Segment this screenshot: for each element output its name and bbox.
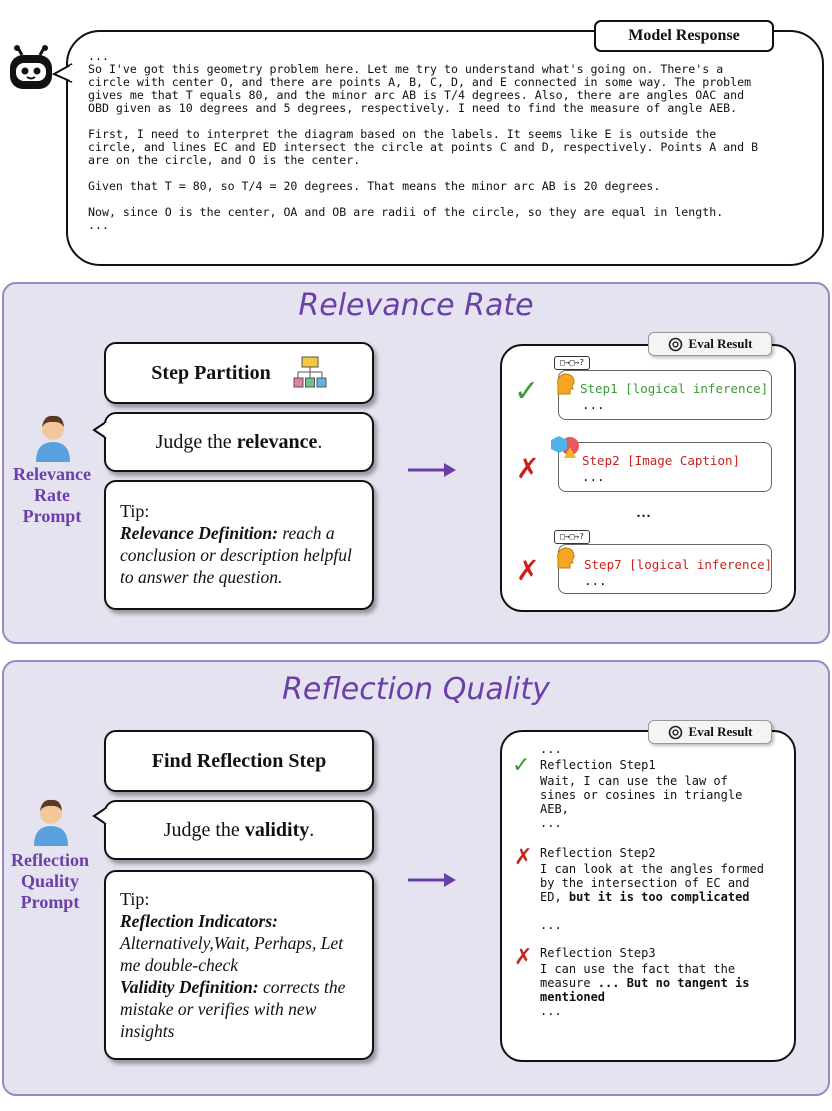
step-dots: ... [582,469,605,484]
model-response-bubble [66,30,824,266]
reflection-eval-box [500,730,796,1062]
relevance-title: Relevance Rate [298,288,534,323]
relevance-tip-box: Tip: Relevance Definition: reach a concl… [104,480,374,610]
step-dots: ... [582,397,605,412]
arrow-right-icon [408,463,456,477]
reflection-step-text: Wait, I can use the law of sines or cosi… [540,774,743,830]
judge-bold: relevance [236,430,318,453]
reflection-eval-tag: Eval Result [648,720,772,744]
top-dots: ... [540,742,562,756]
step-partition-box: Step Partition [104,342,374,404]
speech-tail [92,807,108,825]
reflection-ind-title: Reflection Indicators: [120,911,278,931]
person-icon [36,415,70,462]
shapes-icon [551,436,579,458]
head-thinking-icon [557,547,575,569]
step-label: Step2 [Image Caption] [582,453,741,468]
step-card [558,442,772,492]
reasoning-badge: □→□→? [554,356,590,370]
hierarchy-icon [293,356,327,388]
cross-icon: ✗ [514,844,533,869]
judge-suffix: . [309,818,315,841]
tip-label: Tip: [120,889,150,909]
bubble-tail [52,63,74,83]
reflection-title: Reflection Quality [282,672,550,707]
check-icon: ✓ [514,375,540,408]
judge-prefix: Judge the [163,818,245,841]
validity-def-text: corrects the mistake or verifies with ne… [120,977,346,1041]
model-response-tag: Model Response [594,20,774,52]
judge-suffix: . [317,430,323,453]
reflection-step-text: I can look at the angles formed by the i… [540,862,764,932]
model-response-text: ... So I've got this geometry problem he… [88,49,759,232]
person-icon [34,799,68,846]
relevance-def-title: Relevance Definition: [120,523,278,543]
relevance-def-text: reach a conclusion or description helpfu… [120,523,352,587]
arrow-right-icon [408,873,456,887]
speech-tail [92,421,108,439]
step-label: Step7 [logical inference] [584,557,773,572]
reflection-ind-text: Alternatively,Wait, Perhaps, Let me doub… [120,933,344,975]
tip-label: Tip: [120,501,150,521]
find-reflection-box: Find Reflection Step [104,730,374,792]
head-thinking-icon [557,373,575,395]
judge-bold: validity [244,818,310,841]
openai-icon [668,725,682,739]
relevance-person-label: Relevance Rate Prompt [13,464,91,526]
reflection-step-label: Reflection Step3 [540,946,656,960]
cross-icon: ✗ [516,454,540,485]
step-dots: ... [584,573,607,588]
cross-icon: ✗ [514,944,533,969]
reflection-person-label: Reflection Quality Prompt [11,850,89,912]
reflection-step-label: Reflection Step1 [540,758,656,772]
reflection-step-text: I can use the fact that the measure ... … [540,962,750,1018]
step-card [558,370,772,420]
reasoning-badge: □→□→? [554,530,590,544]
step-card [558,544,772,594]
step-label: Step1 [logical inference] [580,381,769,396]
validity-def-title: Validity Definition: [120,977,259,997]
reflection-step-label: Reflection Step2 [540,846,656,860]
ellipsis: ... [636,500,651,522]
judge-validity-box: Judge the validity. [104,800,374,860]
judge-prefix: Judge the [155,430,237,453]
relevance-eval-tag: Eval Result [648,332,772,356]
reflection-tip-box: Tip: Reflection Indicators: Alternativel… [104,870,374,1060]
openai-icon [668,337,682,351]
robot-icon [10,45,52,89]
check-icon: ✓ [512,752,531,777]
judge-relevance-box: Judge the relevance. [104,412,374,472]
step-partition-label: Step Partition [151,361,271,384]
cross-icon: ✗ [516,556,540,587]
